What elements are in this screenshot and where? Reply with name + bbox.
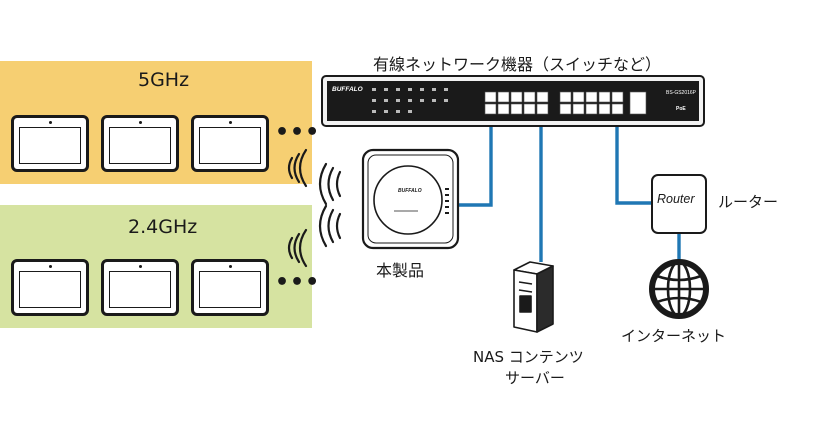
tablet-device [191,115,269,172]
more-devices-dots: ••• [275,120,321,145]
access-point-brand: BUFFALO [398,188,422,194]
switch-brand: BUFFALO [332,86,363,93]
nas-caption-line2: サーバー [505,369,565,387]
tablet-device [191,259,269,316]
band-24ghz-label: 2.4GHz [128,216,198,238]
nas-caption-line1: NAS コンテンツ [473,348,584,366]
router-caption: ルーター [718,193,779,211]
band-5ghz-label: 5GHz [138,69,190,91]
internet-caption: インターネット [621,327,727,345]
wireless-waves-icon [287,148,342,268]
network-switch-icon: BUFFALO BS-GS2016P PoE [321,75,705,127]
router-box-text: Router [657,192,695,206]
router-icon: Router [651,174,707,234]
tablet-device [101,259,179,316]
tablet-device [101,115,179,172]
ethernet-cables [452,104,681,262]
internet-globe-icon [649,259,709,319]
access-point-icon: BUFFALO [361,148,460,250]
switch-poe: PoE [676,106,686,112]
switch-model: BS-GS2016P [666,90,697,96]
more-devices-dots: ••• [275,270,321,295]
access-point-caption: 本製品 [376,261,425,280]
tablet-device [11,259,89,316]
switch-caption: 有線ネットワーク機器（スイッチなど） [373,55,662,74]
tablet-device [11,115,89,172]
nas-server-icon [513,261,554,333]
